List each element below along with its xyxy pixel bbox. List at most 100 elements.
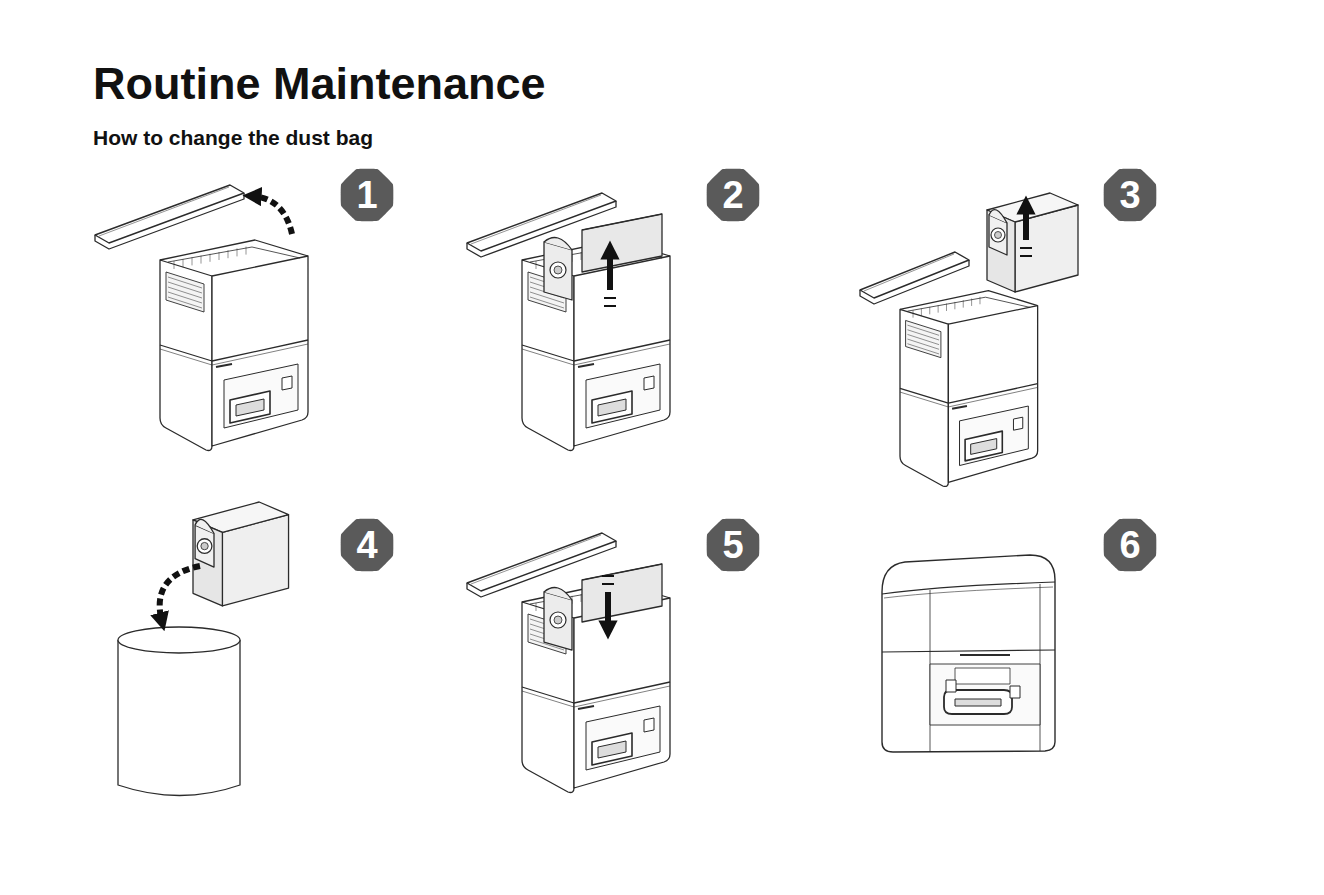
line-art bbox=[1020, 255, 1032, 257]
line-art bbox=[864, 254, 954, 291]
section-heading: How to change the dust bag bbox=[93, 126, 373, 150]
line-art bbox=[471, 535, 601, 584]
line-art bbox=[201, 256, 202, 264]
line-art bbox=[946, 304, 947, 311]
curved-arrow bbox=[160, 566, 200, 622]
line-art bbox=[581, 252, 582, 260]
line-art bbox=[586, 364, 660, 428]
line-art bbox=[118, 640, 240, 796]
dock-station bbox=[160, 240, 308, 451]
line-art bbox=[550, 262, 566, 278]
line-art bbox=[921, 309, 922, 316]
line-art bbox=[578, 364, 594, 367]
line-art bbox=[246, 247, 247, 255]
line-art bbox=[192, 257, 193, 265]
line-art bbox=[582, 214, 662, 272]
line-art bbox=[907, 297, 1030, 311]
line-art bbox=[882, 650, 1055, 652]
line-art bbox=[592, 733, 632, 765]
line-art bbox=[929, 307, 930, 314]
line-art bbox=[995, 232, 1002, 239]
dust-bag bbox=[987, 193, 1078, 292]
line-art bbox=[907, 339, 939, 349]
line-art bbox=[168, 287, 202, 298]
line-art bbox=[906, 320, 941, 357]
line-art bbox=[99, 187, 229, 236]
line-art bbox=[860, 252, 969, 298]
line-art bbox=[228, 250, 229, 258]
line-art bbox=[884, 587, 1053, 598]
line-art bbox=[907, 334, 939, 344]
trash-bin bbox=[118, 627, 240, 796]
line-art bbox=[907, 344, 939, 354]
line-art bbox=[930, 584, 1040, 752]
line-art bbox=[544, 242, 572, 300]
line-art bbox=[602, 583, 614, 585]
callout-number: 2 bbox=[705, 167, 761, 223]
line-art bbox=[979, 297, 980, 304]
line-art bbox=[236, 399, 264, 416]
line-art bbox=[938, 305, 939, 312]
dock-station bbox=[900, 291, 1038, 487]
line-art bbox=[578, 706, 594, 709]
line-art bbox=[237, 248, 238, 256]
line-art bbox=[955, 699, 1001, 706]
line-art bbox=[605, 592, 611, 630]
callout-badges bbox=[341, 169, 1157, 572]
line-art bbox=[530, 297, 564, 308]
line-art bbox=[536, 603, 537, 611]
line-art bbox=[946, 680, 956, 692]
station-lid bbox=[95, 185, 244, 249]
line-art bbox=[944, 690, 1012, 714]
line-art bbox=[183, 259, 184, 267]
curved-arrow bbox=[252, 196, 292, 234]
line-art bbox=[913, 310, 914, 317]
line-art bbox=[554, 616, 562, 624]
dust-bag bbox=[544, 564, 662, 650]
line-art bbox=[900, 384, 1038, 404]
line-art bbox=[1015, 205, 1078, 292]
line-art bbox=[907, 325, 939, 335]
line-art bbox=[930, 664, 1040, 725]
direction-arrow bbox=[604, 250, 616, 306]
callout-number: 5 bbox=[705, 517, 761, 573]
line-art bbox=[118, 627, 240, 653]
callout-number: 3 bbox=[1102, 167, 1158, 223]
line-art bbox=[544, 588, 572, 601]
line-art bbox=[989, 210, 1007, 223]
line-art bbox=[201, 542, 208, 549]
line-art bbox=[582, 564, 662, 622]
line-art bbox=[604, 305, 616, 307]
line-art bbox=[193, 520, 222, 606]
line-art bbox=[604, 297, 616, 299]
line-art bbox=[602, 575, 614, 577]
line-art bbox=[954, 302, 955, 309]
line-art bbox=[230, 391, 270, 423]
line-art bbox=[592, 391, 632, 423]
line-art bbox=[160, 260, 212, 451]
dock-station bbox=[522, 214, 670, 451]
direction-arrow bbox=[602, 576, 614, 630]
line-art bbox=[586, 706, 660, 770]
line-art bbox=[1013, 417, 1022, 430]
line-art bbox=[607, 250, 613, 290]
line-art bbox=[971, 439, 997, 455]
line-art bbox=[963, 300, 964, 307]
line-art bbox=[168, 247, 300, 262]
line-art bbox=[174, 261, 175, 269]
line-art bbox=[987, 210, 1015, 292]
dock-station bbox=[882, 555, 1055, 752]
line-art bbox=[1020, 247, 1032, 249]
line-art bbox=[522, 344, 670, 365]
line-art bbox=[168, 297, 202, 308]
line-art bbox=[1023, 205, 1029, 240]
line-art bbox=[554, 266, 562, 274]
line-art bbox=[166, 272, 204, 312]
line-art bbox=[168, 282, 202, 293]
line-art bbox=[197, 539, 212, 554]
line-art bbox=[644, 376, 654, 390]
direction-arrow bbox=[1020, 205, 1032, 256]
line-art bbox=[882, 555, 1055, 752]
line-art bbox=[544, 592, 572, 650]
